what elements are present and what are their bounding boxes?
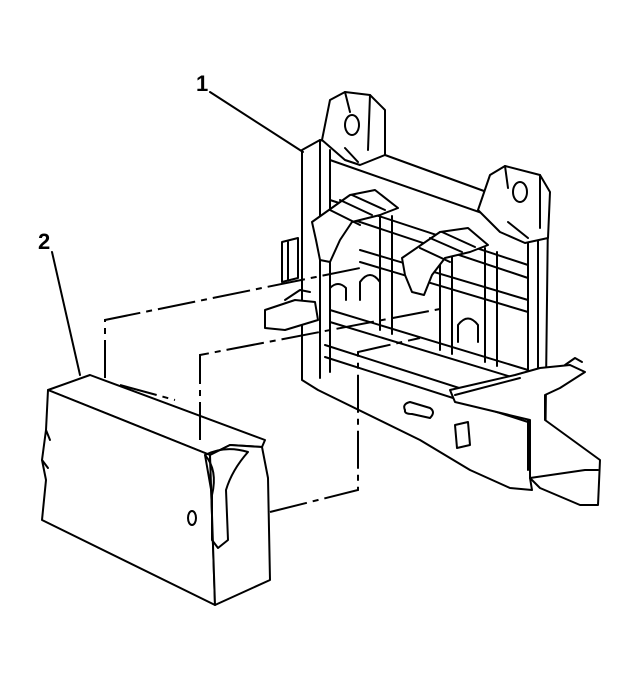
top-right-mount-tab bbox=[477, 165, 551, 244]
electronic-module bbox=[41, 374, 271, 606]
left-spring-clip bbox=[311, 189, 399, 263]
callout-2: 2 bbox=[38, 229, 81, 376]
mounting-bracket bbox=[264, 91, 601, 506]
middle-spring-clip bbox=[401, 227, 489, 296]
top-left-mount-tab bbox=[321, 91, 386, 166]
module-side-face bbox=[209, 444, 271, 606]
callout-label-1: 1 bbox=[196, 71, 208, 96]
lower-bracket-flange bbox=[449, 364, 601, 506]
callout-label-2: 2 bbox=[38, 229, 50, 254]
assembly-lines bbox=[104, 267, 446, 513]
callout-1: 1 bbox=[196, 71, 304, 153]
